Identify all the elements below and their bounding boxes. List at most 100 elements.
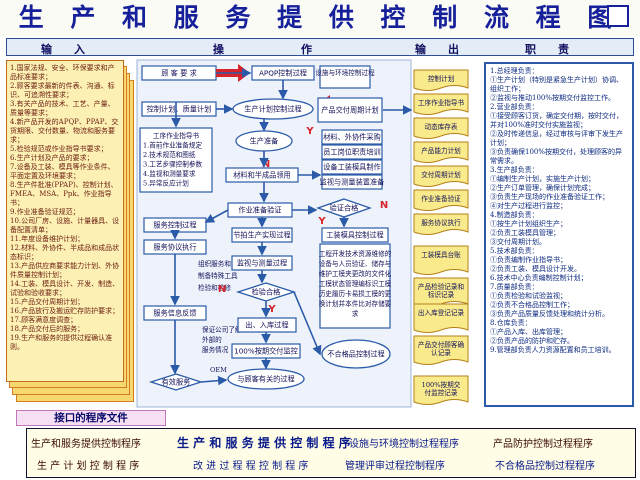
connector [200,375,228,386]
output-doc [413,213,469,235]
interface-title: 接口的程序文件 [16,410,166,426]
customer-requirements-box-label: 顾 客 要 求 [161,69,197,78]
service-sub-item: 检验和检修 [198,283,231,292]
column-responsibility-header: 职 责 [525,43,569,56]
service-sub-item: 组织服务和协调 [198,259,245,268]
delivery-plan-box-label: 产品交付周期计划 [321,106,379,115]
output-doc [413,245,469,275]
equipment-mold-box [321,159,383,175]
monitor-measure-box-label: 监视与测量过程 [237,259,287,268]
facility-env-label: 设施与环境控制过程 [315,68,375,77]
output-doc-label: 100%按期交 [422,380,461,389]
page-title: 生 产 和 服 务 提 供 控 制 流 程 图 [0,0,640,36]
monitor-equipment-box [321,174,383,190]
yes-label: Y [267,304,276,315]
check-pass-diamond-label: 检验合格 [252,288,282,297]
connector [293,291,322,356]
connector [204,209,229,223]
feedback-sub-item: 服务情况 [202,345,229,354]
output-doc [413,165,469,187]
input-stack: 1.国家法规、安全、环保要求和产品标准要求； 2.顾客要求最新的件表、沟通、标识… [6,60,134,405]
nonconform-ellipse-label: 不合格品控制过程 [327,350,385,359]
oem-label: OEM [210,366,227,374]
output-doc-label: 服务协议执行 [421,218,461,227]
warehouse-box [237,317,297,333]
control-plan-box-label: 控制计划、质量计划 [147,105,212,114]
output-doc-label: 工序作业指导书 [418,98,465,107]
tooling-text-line: 设备与人员验证、储存与 [319,259,392,268]
tooling-text-line: 工程开发技术资源维修的 [319,249,392,258]
yes-label: Y [305,126,314,137]
output-doc-label: 产品交付顾客确 [418,340,465,349]
tooling-text-line: 工模状态管理编标识工模 [319,279,392,288]
production-plan-ellipse-label: 生产计划控制过程 [244,105,302,114]
interface-doc: 产品防护控制过程程序 [493,439,593,450]
column-header-bar: 输 入 操 作 输 出 职 责 [6,38,634,56]
output-doc [413,375,469,405]
effective-service-diamond [148,373,204,391]
effective-service-diamond-label: 有效服务 [162,378,191,387]
output-doc-label-cont: 认记录 [431,348,451,357]
interface-doc: 改 进 过 程 程 控 制 程 序 [193,461,309,472]
output-doc [413,69,469,91]
service-exec-box-label: 服务协议执行 [153,243,196,252]
output-doc-label: 动态库存表 [425,122,458,131]
work-instruction-line: 5.异常反应计划 [143,179,189,188]
output-doc-label: 出入库登记记录 [418,308,465,317]
apqp-box-label: APQP控制过程 [259,69,307,78]
input-requirements-doc: 1.国家法规、安全、环保要求和产品标准要求； 2.顾客要求最新的件表、沟通、标识… [6,60,124,382]
tooling-text-line: 求 [352,309,359,318]
output-doc-label: 作业准备验证 [421,194,461,203]
facility-env-box [319,65,371,89]
tooling-control-box-label: 工装模具控制过程 [326,231,384,240]
production-ready-ellipse-label: 生产准备 [250,137,279,146]
tooling-text-line: 换计划并本件比对存储要 [319,299,392,308]
tooling-control-box [321,227,389,243]
output-doc-label: 产品能力计划 [421,146,461,155]
output-doc [413,335,469,365]
verify-pass-diamond-label: 验证合格 [330,204,360,213]
customer-related-ellipse-label: 与顾客有关的过程 [237,375,295,384]
interface-doc: 生 产 和 服 务 提 供 控 制 程 序 [177,436,351,450]
tooling-text-box [319,243,391,329]
title-decor-box [607,5,629,27]
service-control-box-label: 服务控制过程 [153,221,196,230]
node-production-box-label: 节拍生产实现过程 [233,231,291,240]
interface-doc: 不合格品控制过程程序 [495,461,595,472]
work-instruction-line: 工序作业指导书 [153,131,200,140]
tooling-text-line: 维护工模夹更改的文件化 [319,269,392,278]
output-doc-label: 控制计划 [428,74,455,83]
work-instruction-line: 4.监视和测量要求 [143,169,196,178]
job-verify-box-label: 作业准备验证 [238,206,281,215]
work-instruction-line: 1.首前作业准备规定 [143,141,202,150]
interface-doc: 管理评审过程控制程序 [345,461,445,472]
equipment-mold-box-label: 设备工装模具制作 [323,163,381,172]
work-instruction-doc [139,127,213,193]
column-input-header: 输 入 [41,43,85,56]
column-output-header: 输 出 [415,43,459,56]
no-label: N [262,159,270,170]
service-sub-item: 制备特殊工具 [198,271,238,280]
output-doc [413,117,469,139]
delivery-monitor-box-label: 100%按期交付监控 [234,347,298,356]
output-doc-label: 产品检验记录和 [418,282,464,291]
monitor-equipment-box-label: 监视与测量装置准备 [320,178,385,187]
work-instruction-line: 3.工艺步骤控制参数 [143,160,202,169]
feedback-sub-item: 外部的 [202,335,222,344]
staff-training-box [321,144,383,160]
material-receive-box-label: 材料和半成品领用 [233,171,291,180]
material-purchase-box-label: 材料、外协件采购 [323,133,381,142]
interface-doc: 生产和服务提供控制程序 [31,439,141,450]
yes-label: Y [317,216,326,227]
tooling-text-line: 历史履历卡易损工模的更 [319,289,392,298]
nonconform-ellipse [321,339,391,369]
no-label: N [380,200,388,211]
output-doc [413,189,469,211]
no-label: N [218,284,226,295]
column-operation-header: 操 作 [213,43,312,56]
delivery-plan-box [317,97,383,123]
output-doc-label-cont: 标识记录 [428,290,455,299]
output-doc-label: 工装模具台账 [421,250,461,259]
output-doc-label: 交付周期计划 [421,170,461,179]
